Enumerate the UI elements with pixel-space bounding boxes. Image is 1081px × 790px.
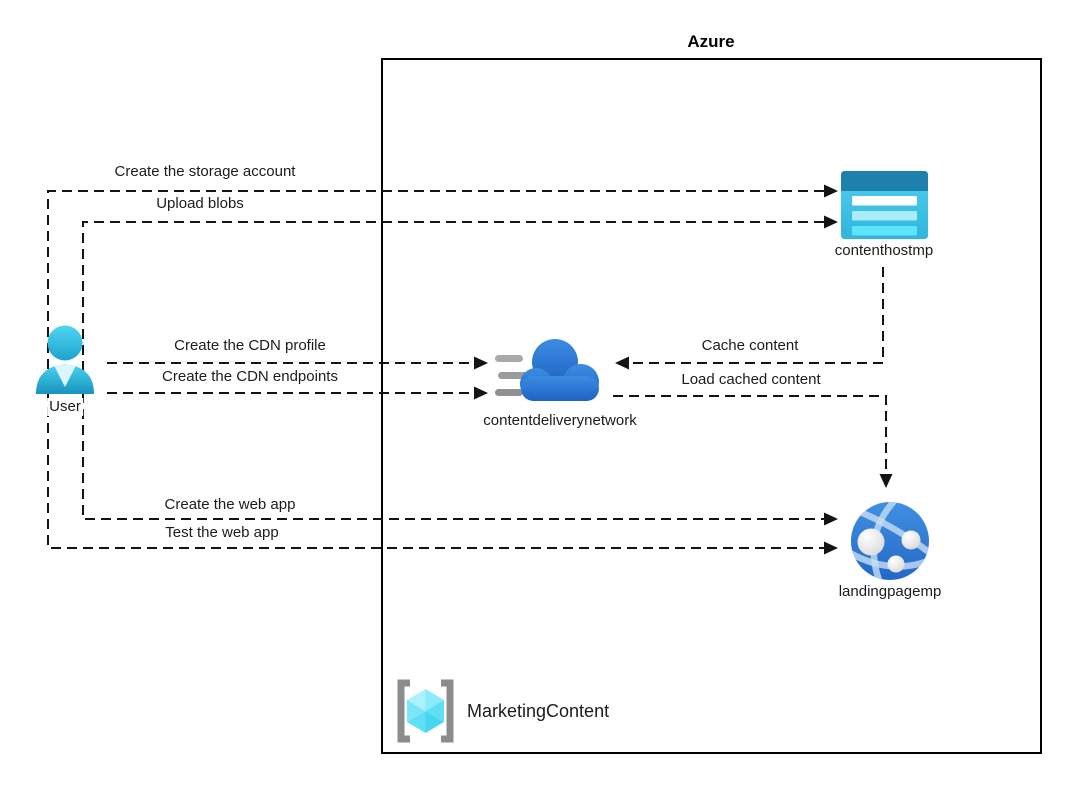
storage-account-icon <box>841 171 928 239</box>
globe-nodes <box>857 528 921 573</box>
cdn-icon <box>495 339 599 401</box>
arrowhead-create-web-app <box>824 512 838 526</box>
edge-label-create-storage-account: Create the storage account <box>114 163 296 180</box>
edge-label-cache-content: Cache content <box>701 337 799 354</box>
resource-group-brackets <box>397 679 454 743</box>
arrowhead-load-cached-content <box>879 474 893 488</box>
edge-label-upload-blobs: Upload blobs <box>156 195 244 212</box>
arrowhead-cache-content <box>615 356 629 370</box>
edge-label-create-cdn-profile: Create the CDN profile <box>174 337 326 354</box>
cdn-cloud <box>520 339 599 401</box>
storage-row-2 <box>852 211 917 221</box>
resource-group-label: MarketingContent <box>467 701 610 721</box>
arrowhead-upload-blobs <box>824 215 838 229</box>
edge-label-create-cdn-endpoints: Create the CDN endpoints <box>162 368 338 385</box>
edge-label-create-web-app: Create the web app <box>164 496 296 513</box>
arrowhead-test-web-app <box>824 541 838 555</box>
azure-boundary-label: Azure <box>687 32 735 51</box>
edge-label-load-cached-content: Load cached content <box>681 371 821 388</box>
edge-label-test-web-app: Test the web app <box>165 524 279 541</box>
user-icon <box>36 325 94 394</box>
edge-create-storage-account-and-test-web-app-line <box>47 190 824 549</box>
webapp-label: landingpagemp <box>836 583 944 601</box>
user-collar <box>54 364 76 387</box>
storage-label: contenthostmp <box>832 242 936 260</box>
storage-header-band <box>841 171 928 191</box>
web-app-globe-icon <box>851 502 929 580</box>
arrowhead-create-cdn-profile <box>474 356 488 370</box>
user-head <box>47 325 83 361</box>
resource-group-cube <box>407 689 444 733</box>
cdn-label: contentdeliverynetwork <box>481 412 639 430</box>
storage-row-1 <box>852 196 917 206</box>
edge-cache-content-line <box>629 267 884 364</box>
azure-boundary-box <box>381 58 1042 754</box>
arrowhead-create-storage-account <box>824 184 838 198</box>
arrowhead-create-cdn-endpoints <box>474 386 488 400</box>
resource-group-icon <box>397 679 454 743</box>
user-label: User <box>47 398 83 416</box>
storage-row-3 <box>852 226 917 236</box>
edge-load-cached-content-line <box>613 395 887 474</box>
